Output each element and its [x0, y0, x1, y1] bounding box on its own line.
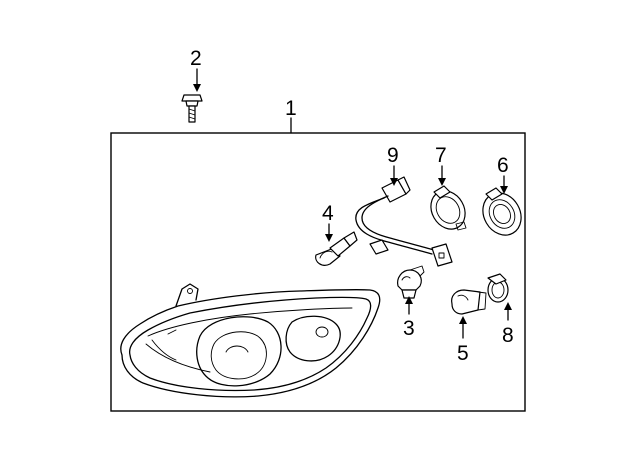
callout-6-arrow — [500, 175, 508, 194]
headlamp-housing — [120, 283, 381, 398]
bulb-part-3 — [397, 265, 425, 299]
assembly-border-box — [110, 132, 526, 412]
callout-2-arrow — [193, 68, 201, 92]
callout-9-number: 9 — [387, 144, 399, 167]
callout-4-arrow — [325, 223, 333, 242]
callout-3-arrow — [405, 296, 413, 315]
wiring-harness-part-9 — [355, 176, 453, 267]
bulb-part-5 — [451, 289, 487, 315]
callout-4-number: 4 — [322, 202, 334, 225]
callout-7-number: 7 — [435, 144, 447, 167]
callout-2-number: 2 — [190, 47, 202, 70]
callout-5-arrow — [459, 316, 467, 339]
callout-9-arrow — [390, 165, 398, 186]
socket-ring-part-7 — [430, 185, 467, 231]
callout-5-number: 5 — [457, 342, 469, 365]
callout-8-arrow — [504, 302, 512, 321]
callout-6-number: 6 — [497, 154, 509, 177]
screw-part — [181, 94, 203, 123]
callout-1-number: 1 — [285, 97, 297, 120]
socket-part-8 — [487, 273, 509, 303]
callout-3-number: 3 — [403, 317, 415, 340]
socket-ring-part-6 — [482, 187, 522, 236]
callout-7-arrow — [438, 165, 446, 186]
bulb-part-4 — [315, 231, 358, 266]
callout-8-number: 8 — [502, 324, 514, 347]
